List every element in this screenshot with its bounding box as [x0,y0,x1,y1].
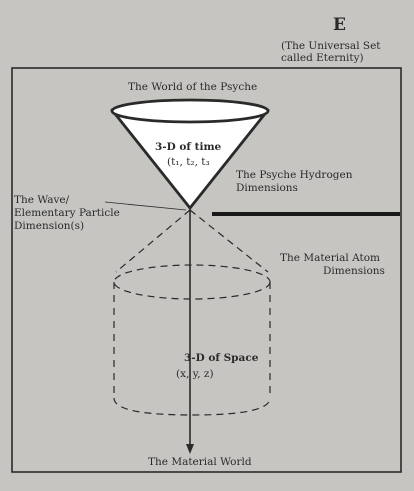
psyche-hydrogen-label-line2: Dimensions [236,182,298,194]
wave-pointer-line [104,201,187,211]
wave-label-line1: The Wave/ [14,194,70,206]
central-axis-arrowhead [186,444,194,454]
atom-cone-left-edge [115,209,191,273]
universal-set-frame [11,67,402,473]
wave-label-line3: Dimension(s) [14,220,85,232]
space-dimension-coords: (x, y, z) [176,368,214,380]
material-atom-label-line1: The Material Atom [280,252,380,264]
material-world-label: The Material World [148,456,252,468]
psyche-cone-rim [110,98,270,124]
psyche-world-label: The World of the Psyche [128,81,258,93]
universal-set-caption-line2: called Eternity) [281,52,364,64]
time-dimension-title: 3-D of time [155,141,222,153]
time-dimension-coords: (t₁, t₂, t₃ [167,156,210,168]
space-dimension-title: 3-D of Space [184,352,259,364]
space-cylinder-bottom [113,397,271,416]
space-cylinder-top [113,264,271,300]
psyche-hydrogen-label-line1: The Psyche Hydrogen [236,169,353,181]
material-atom-label-line2: Dimensions [323,265,385,277]
universal-set-caption-line1: (The Universal Set [281,40,381,52]
universal-set-letter: E [333,15,346,35]
wave-label-line2: Elementary Particle [14,207,120,219]
atom-cone-right-edge [189,209,269,273]
